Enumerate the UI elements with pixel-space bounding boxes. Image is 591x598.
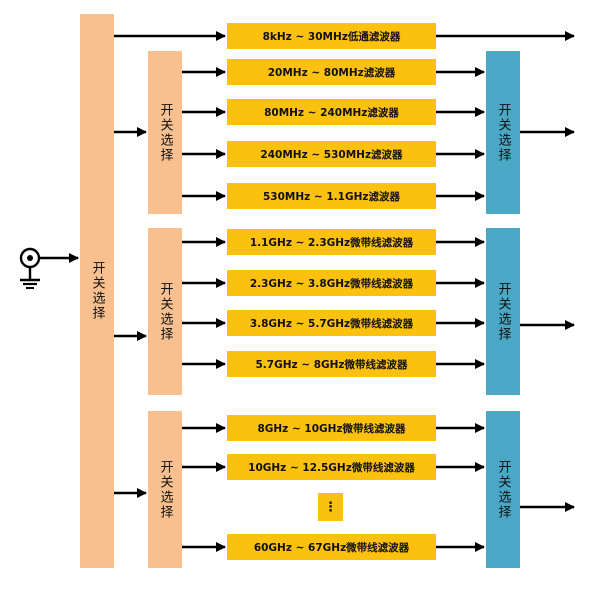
- filter-box: 80MHz ~ 240MHz滤波器: [227, 99, 436, 125]
- filter-box: 8GHz ~ 10GHz微带线滤波器: [227, 415, 436, 441]
- filter-box: 530MHz ~ 1.1GHz滤波器: [227, 183, 436, 209]
- filter-box: 240MHz ~ 530MHz滤波器: [227, 141, 436, 167]
- group2-output-switch-label: 开关选择: [495, 281, 511, 342]
- ellipsis-box: ⋮: [318, 493, 343, 521]
- main-switch-label: 开关选择: [89, 261, 105, 321]
- group1-output-switch-label: 开关选择: [495, 102, 511, 163]
- antenna-connector-icon: [19, 247, 41, 289]
- group1-input-switch-label: 开关选择: [157, 102, 173, 163]
- filter-box: 10GHz ~ 12.5GHz微带线滤波器: [227, 454, 436, 480]
- filter-box: 60GHz ~ 67GHz微带线滤波器: [227, 534, 436, 560]
- main-switch: 开关选择: [80, 14, 114, 568]
- filter-box: 2.3GHz ~ 3.8GHz微带线滤波器: [227, 270, 436, 296]
- filter-box: 3.8GHz ~ 5.7GHz微带线滤波器: [227, 310, 436, 336]
- group3-output-switch-label: 开关选择: [495, 459, 511, 520]
- group3-output-switch: 开关选择: [486, 411, 520, 568]
- filter-box: 8kHz ~ 30MHz低通滤波器: [227, 23, 436, 49]
- group2-output-switch: 开关选择: [486, 228, 520, 395]
- group2-input-switch: 开关选择: [148, 228, 182, 395]
- group3-input-switch-label: 开关选择: [157, 459, 173, 520]
- group1-input-switch: 开关选择: [148, 51, 182, 214]
- filter-box: 1.1GHz ~ 2.3GHz微带线滤波器: [227, 229, 436, 255]
- filter-box: 20MHz ~ 80MHz滤波器: [227, 59, 436, 85]
- group3-input-switch: 开关选择: [148, 411, 182, 568]
- filter-box: 5.7GHz ~ 8GHz微带线滤波器: [227, 351, 436, 377]
- group1-output-switch: 开关选择: [486, 51, 520, 214]
- group2-input-switch-label: 开关选择: [157, 281, 173, 342]
